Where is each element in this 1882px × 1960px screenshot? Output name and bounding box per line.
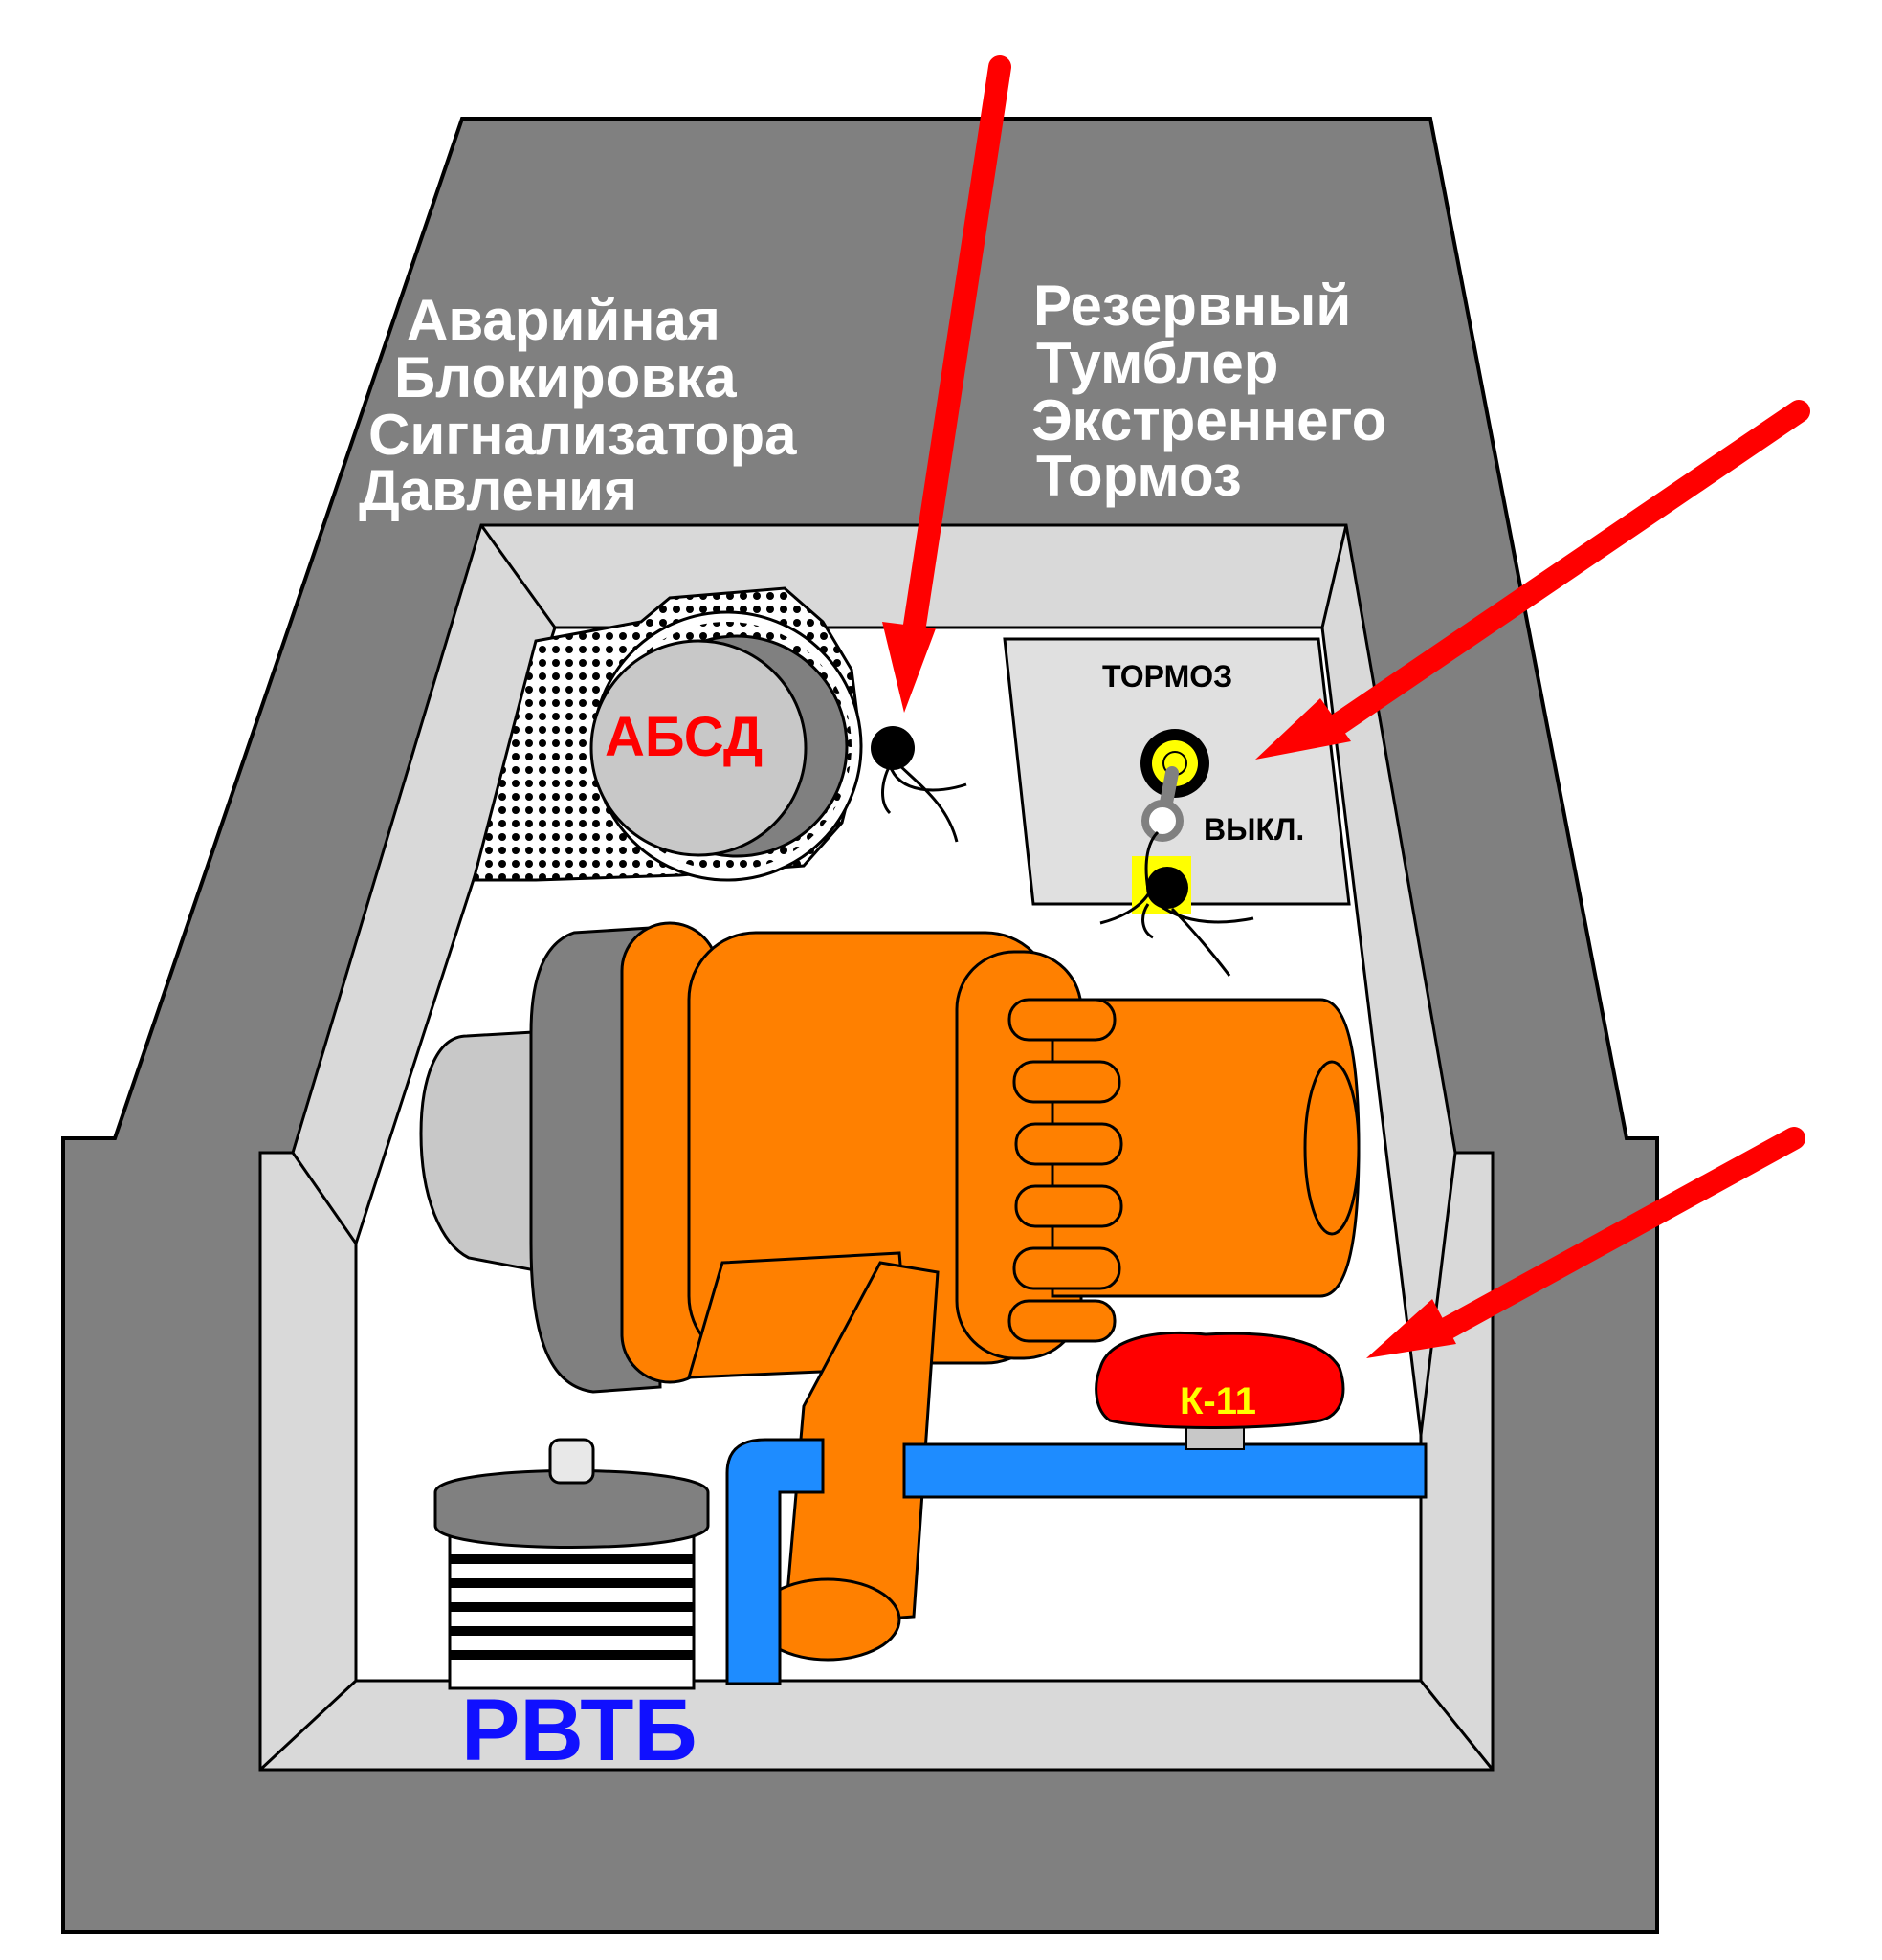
orange-teeth	[1007, 998, 1123, 1343]
right-label-line-4: Тормоз	[1036, 444, 1242, 508]
left-label-line-1: Аварийная	[407, 288, 720, 352]
orange-collar-end	[1303, 1060, 1361, 1236]
rvtb-assembly: РВТБ	[433, 1438, 710, 1779]
red-arrowhead-icon	[882, 622, 936, 713]
right-label-line-2: Тумблер	[1036, 331, 1278, 395]
absd-seal-wire	[881, 759, 967, 843]
blue-pipe-vertical	[725, 1438, 825, 1685]
pointer-arrows	[882, 55, 1810, 1358]
red-arrow-icon	[1433, 1127, 1805, 1341]
absd-assembly: АБСД	[472, 586, 967, 882]
toggle-panel: ТОРМОЗ ВЫКЛ.	[1003, 637, 1351, 977]
orange-crane-valve	[419, 921, 1361, 1662]
toggle-bottom-seal	[1146, 867, 1188, 909]
red-arrowhead-icon	[1366, 1299, 1456, 1358]
toggle-seal-wire	[1099, 830, 1254, 977]
k11-valve[interactable]: К-11	[1095, 1331, 1345, 1450]
red-arrow-icon	[1318, 400, 1810, 741]
blue-pipes	[725, 1438, 1428, 1685]
left-label-line-4: Давления	[359, 458, 637, 522]
red-arrow-icon	[902, 55, 1011, 643]
blue-pipe-horizontal	[902, 1442, 1428, 1499]
left-label-line-2: Блокировка	[394, 345, 737, 409]
bevel-lines	[258, 524, 1495, 1772]
absd-label: АБСД	[605, 706, 763, 768]
grey-cap	[419, 1029, 552, 1274]
toggle-pivot	[1141, 800, 1184, 842]
k11-label: К-11	[1180, 1380, 1256, 1422]
rvtb-label: РВТБ	[461, 1682, 697, 1779]
left-label-line-3: Сигнализатора	[368, 403, 797, 467]
right-label-line-3: Экстреннего	[1031, 388, 1386, 452]
absd-seal	[871, 726, 915, 770]
rvtb-knob	[548, 1438, 595, 1485]
right-label-line-1: Резервный	[1033, 274, 1351, 338]
tormoz-label: ТОРМОЗ	[1102, 659, 1232, 694]
red-arrowhead-icon	[1255, 698, 1351, 760]
vykl-label: ВЫКЛ.	[1204, 812, 1304, 847]
absd-body	[589, 639, 808, 857]
rvtb-coils	[450, 1554, 694, 1660]
rvtb-cap	[433, 1469, 710, 1549]
k11-handwheel[interactable]	[1095, 1331, 1345, 1429]
